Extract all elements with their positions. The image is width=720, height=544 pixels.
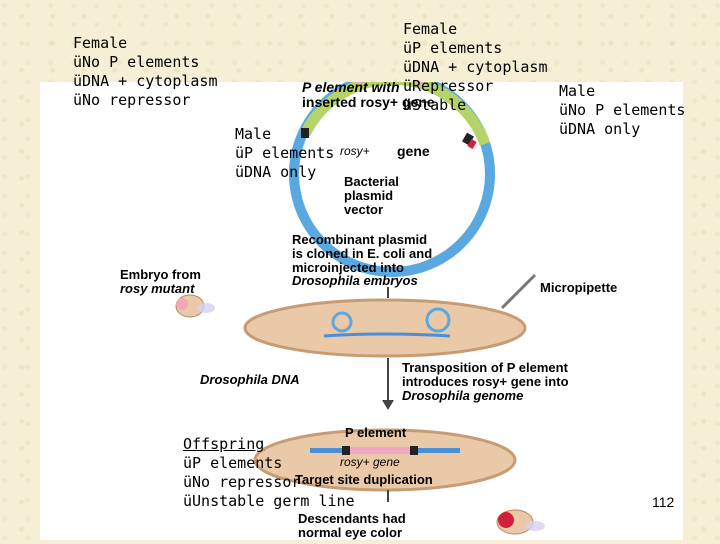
female-left-item: üNo repressor: [73, 91, 191, 109]
p-element-label: P element: [345, 425, 407, 440]
micropipette-label: Micropipette: [540, 280, 617, 295]
rosy-gene-label: rosy+ gene: [340, 455, 400, 469]
vector-label-line1: Bacterial: [344, 174, 399, 189]
plasmid-title-line1: P element with: [302, 82, 400, 95]
embryo-label-line2: rosy mutant: [120, 281, 195, 296]
male-center-item: üP elements: [235, 144, 335, 162]
p-element-diagram: P element with inserted rosy+ gene rosy+…: [120, 67, 617, 540]
female-no-p-box: Female üNo P elements üDNA + cytoplasm ü…: [73, 34, 218, 110]
female-top-item: üStable: [403, 96, 467, 114]
male-right-item: üDNA only: [559, 120, 641, 138]
vector-label-line3: vector: [344, 202, 383, 217]
male-center-title: Male: [235, 125, 272, 143]
female-top-item: üP elements: [403, 39, 503, 57]
female-left-title: Female: [73, 34, 128, 52]
offspring-title: Offspring: [183, 435, 265, 453]
male-right-title: Male: [559, 82, 596, 100]
plasmid-title-line2: inserted rosy+ gene: [302, 94, 435, 110]
embryo-injected: [243, 298, 527, 358]
female-p-box: Female üP elements üDNA + cytoplasm üRep…: [403, 20, 548, 115]
descendants-line1: Descendants had: [298, 511, 406, 526]
insert-end-marker: [301, 128, 309, 138]
female-top-item: üRepressor: [403, 77, 494, 95]
embryo-label-line1: Embryo from: [120, 267, 201, 282]
descendants-line2: normal eye color: [298, 525, 402, 540]
wildtype-fly-icon: [496, 509, 545, 535]
rosy-fly-icon: [175, 294, 215, 318]
female-top-item: üDNA + cytoplasm: [403, 58, 548, 76]
vector-label-line2: plasmid: [344, 188, 393, 203]
step2-line3: Drosophila genome: [402, 388, 523, 403]
step1-line3: microinjected into: [292, 260, 404, 275]
male-p-box: Male üP elements üDNA only: [235, 125, 334, 182]
arrow-head: [382, 400, 394, 410]
step1-line2: is cloned in E. coli and: [292, 246, 432, 261]
step1-line1: Recombinant plasmid: [292, 232, 427, 247]
offspring-item: üP elements: [183, 454, 283, 472]
offspring-item: üNo repressor: [183, 473, 301, 491]
insert-end-marker: [467, 139, 477, 149]
gene-label: gene: [397, 143, 430, 159]
target-site-label: Target site duplication: [295, 472, 433, 487]
embryo-transformed: [253, 428, 517, 492]
micropipette-icon: [500, 273, 537, 310]
offspring-box: Offspring üP elements üNo repressor üUns…: [183, 435, 355, 511]
female-left-item: üNo P elements: [73, 53, 200, 71]
female-left-item: üDNA + cytoplasm: [73, 72, 218, 90]
rosy-label: rosy+: [340, 144, 370, 158]
male-right-item: üNo P elements: [559, 101, 686, 119]
figure-panel: P element with inserted rosy+ gene rosy+…: [40, 67, 683, 540]
male-center-item: üDNA only: [235, 163, 317, 181]
male-no-p-box: Male üNo P elements üDNA only: [559, 82, 685, 139]
page-number: 112: [652, 494, 675, 510]
offspring-item: üUnstable germ line: [183, 492, 355, 510]
female-top-title: Female: [403, 20, 458, 38]
step2-line1: Transposition of P element: [402, 360, 569, 375]
step2-line2: introduces rosy+ gene into: [402, 374, 569, 389]
insert-end-marker: [462, 132, 474, 146]
drosophila-dna-label: Drosophila DNA: [200, 372, 300, 387]
step1-line4: Drosophila embryos: [292, 273, 418, 288]
